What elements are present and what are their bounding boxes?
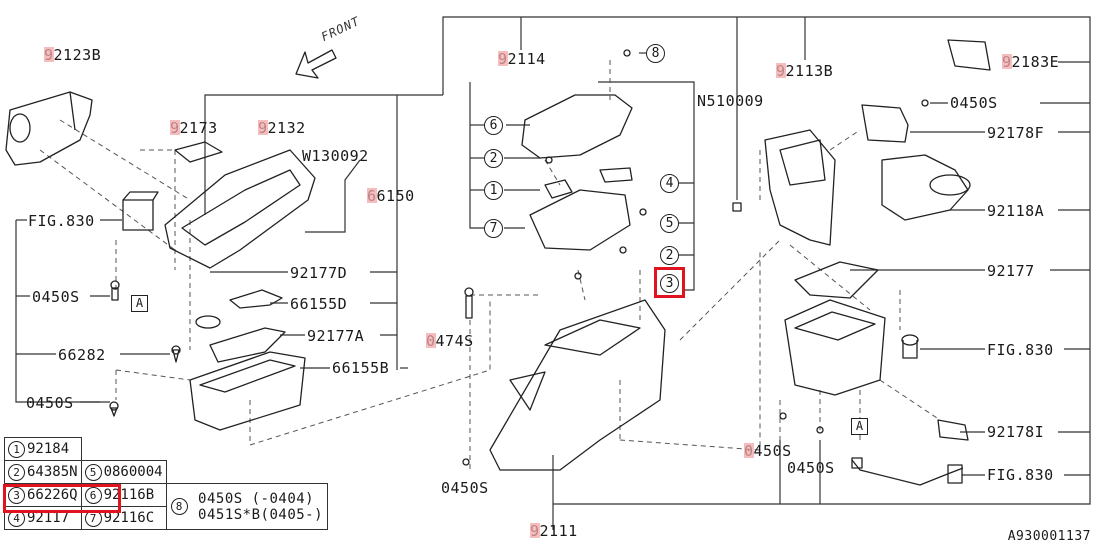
callout-6: 6 [484,116,503,135]
part-92123B [5,91,93,166]
part-92183E [947,39,991,71]
label-92173: 92173 [170,119,218,137]
marker [170,120,180,135]
part-lid-base [529,189,631,251]
label-92177A: 92177A [307,327,365,345]
label-92177D: 92177D [290,264,348,282]
label-92113B: 92113B [776,62,834,80]
marker [498,51,508,66]
reference-id: A930001137 [1007,529,1091,544]
part-92178I [937,419,969,441]
label-92178I: 92178I [987,423,1045,441]
label-fig830-right: FIG.830 [987,341,1054,359]
part-92114 [521,94,633,159]
label-fig830-bottom: FIG.830 [987,466,1054,484]
frame-line [204,94,443,215]
callout-5: 5 [660,214,679,233]
ref-box-a-left: A [131,295,148,312]
front-arrow [295,49,337,79]
part-92173 [174,141,223,163]
label-92114: 92114 [498,50,546,68]
label-0450S-d: 0450S [950,94,998,112]
legend-cell: 8 0450S (-0404) 0451S*B(0405-) [165,483,329,530]
marker [367,188,377,203]
marker [776,63,786,78]
callout-2b: 2 [660,246,679,265]
callout-2: 2 [484,149,503,168]
label-fig830-left: FIG.830 [28,212,95,230]
part-storage-box [784,299,886,396]
callout-4: 4 [660,174,679,193]
part-92177 [794,261,879,299]
label-92132: 92132 [258,119,306,137]
label-92178F: 92178F [987,124,1045,142]
label-66155B: 66155B [332,359,390,377]
frame-line [442,16,1091,505]
callout-8: 8 [646,44,665,63]
label-92111: 92111 [530,522,578,540]
label-66150: 66150 [367,187,415,205]
part-92118A [881,154,969,221]
part-92132 [164,149,316,269]
label-66282: 66282 [58,346,106,364]
part-66155D [229,289,283,309]
part-switch-left [122,199,154,231]
label-0474S: 0474S [426,332,474,350]
label-0450S-a: 0450S [32,288,80,306]
marker [744,443,754,458]
part-92177A [209,327,286,363]
label-0450S-b: 0450S [26,394,74,412]
marker [258,120,268,135]
label-0450S-e: 0450S [744,442,792,460]
callout-7: 7 [484,219,503,238]
part-harness [851,459,964,486]
marker [426,333,436,348]
marker [530,523,540,538]
label-N510009: N510009 [697,92,764,110]
marker [1002,54,1012,69]
marker [44,47,54,62]
label-92177: 92177 [987,262,1035,280]
part-66155B [189,351,306,431]
part-92113B [764,129,836,246]
ref-box-a-right: A [851,418,868,435]
label-0450S-f: 0450S [787,459,835,477]
label-66155D: 66155D [290,295,348,313]
part-92178F [861,104,909,143]
part-92111 [489,299,666,471]
label-92118A: 92118A [987,202,1045,220]
part-92177D [195,315,221,329]
label-92123B: 92123B [44,46,102,64]
callout-3: 3 [660,274,679,293]
label-92183E: 92183E [1002,53,1060,71]
callout-1: 1 [484,181,503,200]
label-W130092: W130092 [302,147,369,165]
label-0450S-c: 0450S [441,479,489,497]
